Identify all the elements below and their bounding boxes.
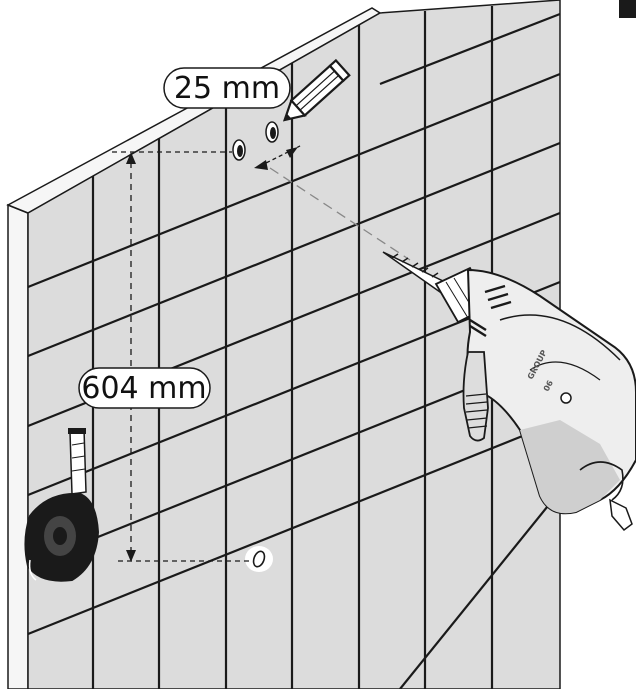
corner-mark — [619, 0, 636, 18]
height-label: 604 mm — [78, 367, 211, 409]
lower-hole — [252, 550, 266, 568]
height-label-text: 604 mm — [81, 371, 206, 406]
spacing-label: 25 mm — [163, 67, 291, 109]
tape-measure — [24, 428, 100, 582]
wall-edge — [7, 203, 29, 689]
dimension-arrows — [126, 147, 298, 562]
pencil-icon — [282, 58, 351, 122]
spacing-label-text: 25 mm — [174, 71, 280, 106]
drill-holes — [232, 121, 279, 572]
power-drill: GROUP 06 — [382, 251, 636, 532]
